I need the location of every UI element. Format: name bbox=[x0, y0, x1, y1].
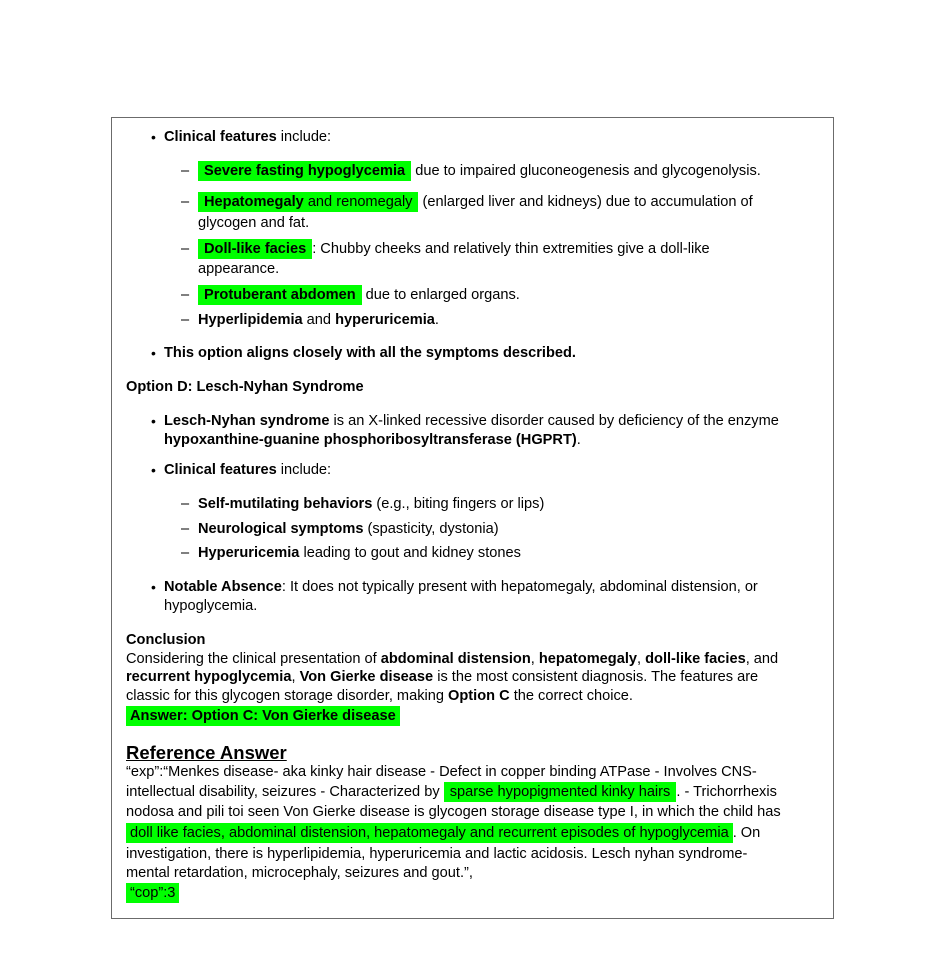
bold-term: Self-mutilating behaviors bbox=[198, 496, 373, 512]
highlight-fasting-hypoglycemia: Severe fasting hypoglycemia bbox=[198, 161, 412, 181]
bold-term: Hyperuricemia bbox=[198, 545, 300, 561]
conclusion-line-3: classic for this glycogen storage disord… bbox=[126, 687, 633, 706]
feature-text: due to impaired gluconeogenesis and glyc… bbox=[411, 163, 761, 179]
reference-answer-title: Reference Answer bbox=[126, 742, 287, 763]
highlight-renomegaly: and renomegaly bbox=[303, 194, 413, 210]
clinical-features-heading: Clinical features include: bbox=[164, 128, 331, 147]
document-frame bbox=[111, 117, 834, 919]
notable-absence: Notable Absence: It does not typically p… bbox=[164, 578, 758, 597]
dash: – bbox=[181, 521, 190, 537]
reference-line-1: “exp”:“Menkes disease- aka kinky hair di… bbox=[126, 764, 757, 780]
feature-text: : Chubby cheeks and relatively thin extr… bbox=[312, 241, 710, 257]
feature-hyperlipidemia: Hyperlipidemia and hyperuricemia. bbox=[198, 311, 439, 330]
dash: – bbox=[181, 194, 190, 210]
highlight-von-gierke-features: doll like facies, abdominal distension, … bbox=[126, 823, 733, 843]
bold-term: Clinical features bbox=[164, 462, 277, 478]
bold-term: hypoxanthine-guanine phosphoribosyltrans… bbox=[164, 432, 577, 448]
bold-term: Lesch-Nyhan syndrome bbox=[164, 413, 330, 429]
d-feature-1: Self-mutilating behaviors (e.g., biting … bbox=[198, 495, 544, 514]
dash: – bbox=[181, 496, 190, 512]
dash: – bbox=[181, 312, 190, 328]
text: , bbox=[530, 651, 539, 667]
bullet: • bbox=[151, 579, 156, 595]
text: . bbox=[434, 312, 439, 328]
text: . - Trichorrhexis bbox=[676, 784, 777, 800]
text: classic for this glycogen storage disord… bbox=[126, 688, 449, 704]
feature-hypoglycemia: Severe fasting hypoglycemia due to impai… bbox=[198, 161, 761, 181]
bold-term: Von Gierke disease bbox=[299, 669, 434, 685]
text: , bbox=[291, 669, 300, 685]
highlight-kinky-hairs: sparse hypopigmented kinky hairs bbox=[443, 782, 677, 802]
text: (spasticity, dystonia) bbox=[363, 521, 499, 537]
text: . bbox=[576, 432, 581, 448]
reference-line-3: nodosa and pili toi seen Von Gierke dise… bbox=[126, 804, 781, 820]
text: . On bbox=[732, 825, 761, 841]
feature-abdomen: Protuberant abdomen due to enlarged orga… bbox=[198, 285, 520, 305]
conclusion-line-1: Considering the clinical presentation of… bbox=[126, 650, 778, 669]
text: (e.g., biting fingers or lips) bbox=[372, 496, 545, 512]
d-feature-2: Neurological symptoms (spasticity, dysto… bbox=[198, 520, 499, 539]
bullet: • bbox=[151, 413, 156, 429]
clinical-features-label: Clinical features bbox=[164, 129, 277, 145]
bullet: • bbox=[151, 462, 156, 478]
dash: – bbox=[181, 163, 190, 179]
bullet: • bbox=[151, 345, 156, 361]
bold-term: hepatomegaly bbox=[538, 651, 637, 667]
cop-highlight: “cop”:3 bbox=[126, 883, 180, 903]
bold-term: abdominal distension bbox=[380, 651, 531, 667]
reference-line-5: investigation, there is hyperlipidemia, … bbox=[126, 846, 748, 862]
conclusion-title: Conclusion bbox=[126, 632, 206, 648]
feature-doll-facies: Doll-like facies: Chubby cheeks and rela… bbox=[198, 239, 710, 259]
text: Considering the clinical presentation of bbox=[126, 651, 381, 667]
d-feature-3: Hyperuricemia leading to gout and kidney… bbox=[198, 544, 521, 563]
highlight-hepatomegaly: Hepatomegaly bbox=[204, 194, 304, 210]
answer-line: Answer: Option C: Von Gierke disease bbox=[126, 706, 400, 726]
feature-text: (enlarged liver and kidneys) due to accu… bbox=[418, 194, 753, 210]
text: the correct choice. bbox=[509, 688, 633, 704]
text: is an X-linked recessive disorder caused… bbox=[329, 413, 779, 429]
dash: – bbox=[181, 241, 190, 257]
text: , and bbox=[745, 651, 779, 667]
bold-term: Neurological symptoms bbox=[198, 521, 364, 537]
highlight-protuberant-abdomen: Protuberant abdomen bbox=[198, 285, 362, 305]
text: is the most consistent diagnosis. The fe… bbox=[433, 669, 759, 685]
feature-text-cont: glycogen and fat. bbox=[198, 215, 310, 231]
text: and bbox=[302, 312, 336, 328]
text: include: bbox=[276, 462, 332, 478]
text: , bbox=[637, 651, 646, 667]
feature-text-cont: appearance. bbox=[198, 261, 280, 277]
cop-line: “cop”:3 bbox=[126, 883, 180, 903]
clinical-features-suffix: include: bbox=[276, 129, 332, 145]
option-c-alignment: This option aligns closely with all the … bbox=[164, 345, 576, 361]
option-d-heading: Option D: Lesch-Nyhan Syndrome bbox=[126, 379, 364, 395]
bullet: • bbox=[151, 129, 156, 145]
highlight-doll-facies: Doll-like facies bbox=[198, 239, 313, 259]
text: intellectual disability, seizures - Char… bbox=[126, 784, 444, 800]
bold-term: Option C bbox=[448, 688, 510, 704]
reference-line-4: doll like facies, abdominal distension, … bbox=[126, 823, 761, 843]
text: leading to gout and kidney stones bbox=[299, 545, 521, 561]
bold-term: Hyperlipidemia bbox=[198, 312, 303, 328]
text: : It does not typically present with hep… bbox=[281, 579, 758, 595]
feature-hepatomegaly: Hepatomegaly and renomegaly (enlarged li… bbox=[198, 192, 753, 212]
lesch-nyhan-intro-cont: hypoxanthine-guanine phosphoribosyltrans… bbox=[164, 431, 581, 450]
d-clinical-heading: Clinical features include: bbox=[164, 461, 331, 480]
bold-term: doll-like facies bbox=[645, 651, 746, 667]
bold-term: Notable Absence bbox=[164, 579, 282, 595]
notable-absence-cont: hypoglycemia. bbox=[164, 598, 258, 614]
lesch-nyhan-intro: Lesch-Nyhan syndrome is an X-linked rece… bbox=[164, 412, 779, 431]
dash: – bbox=[181, 287, 190, 303]
answer-highlight: Answer: Option C: Von Gierke disease bbox=[126, 706, 400, 726]
reference-line-2: intellectual disability, seizures - Char… bbox=[126, 782, 777, 802]
dash: – bbox=[181, 545, 190, 561]
reference-line-6: mental retardation, microcephaly, seizur… bbox=[126, 865, 473, 881]
conclusion-line-2: recurrent hypoglycemia, Von Gierke disea… bbox=[126, 668, 758, 687]
feature-text: due to enlarged organs. bbox=[361, 287, 520, 303]
bold-term: recurrent hypoglycemia bbox=[126, 669, 292, 685]
bold-term: hyperuricemia bbox=[335, 312, 435, 328]
